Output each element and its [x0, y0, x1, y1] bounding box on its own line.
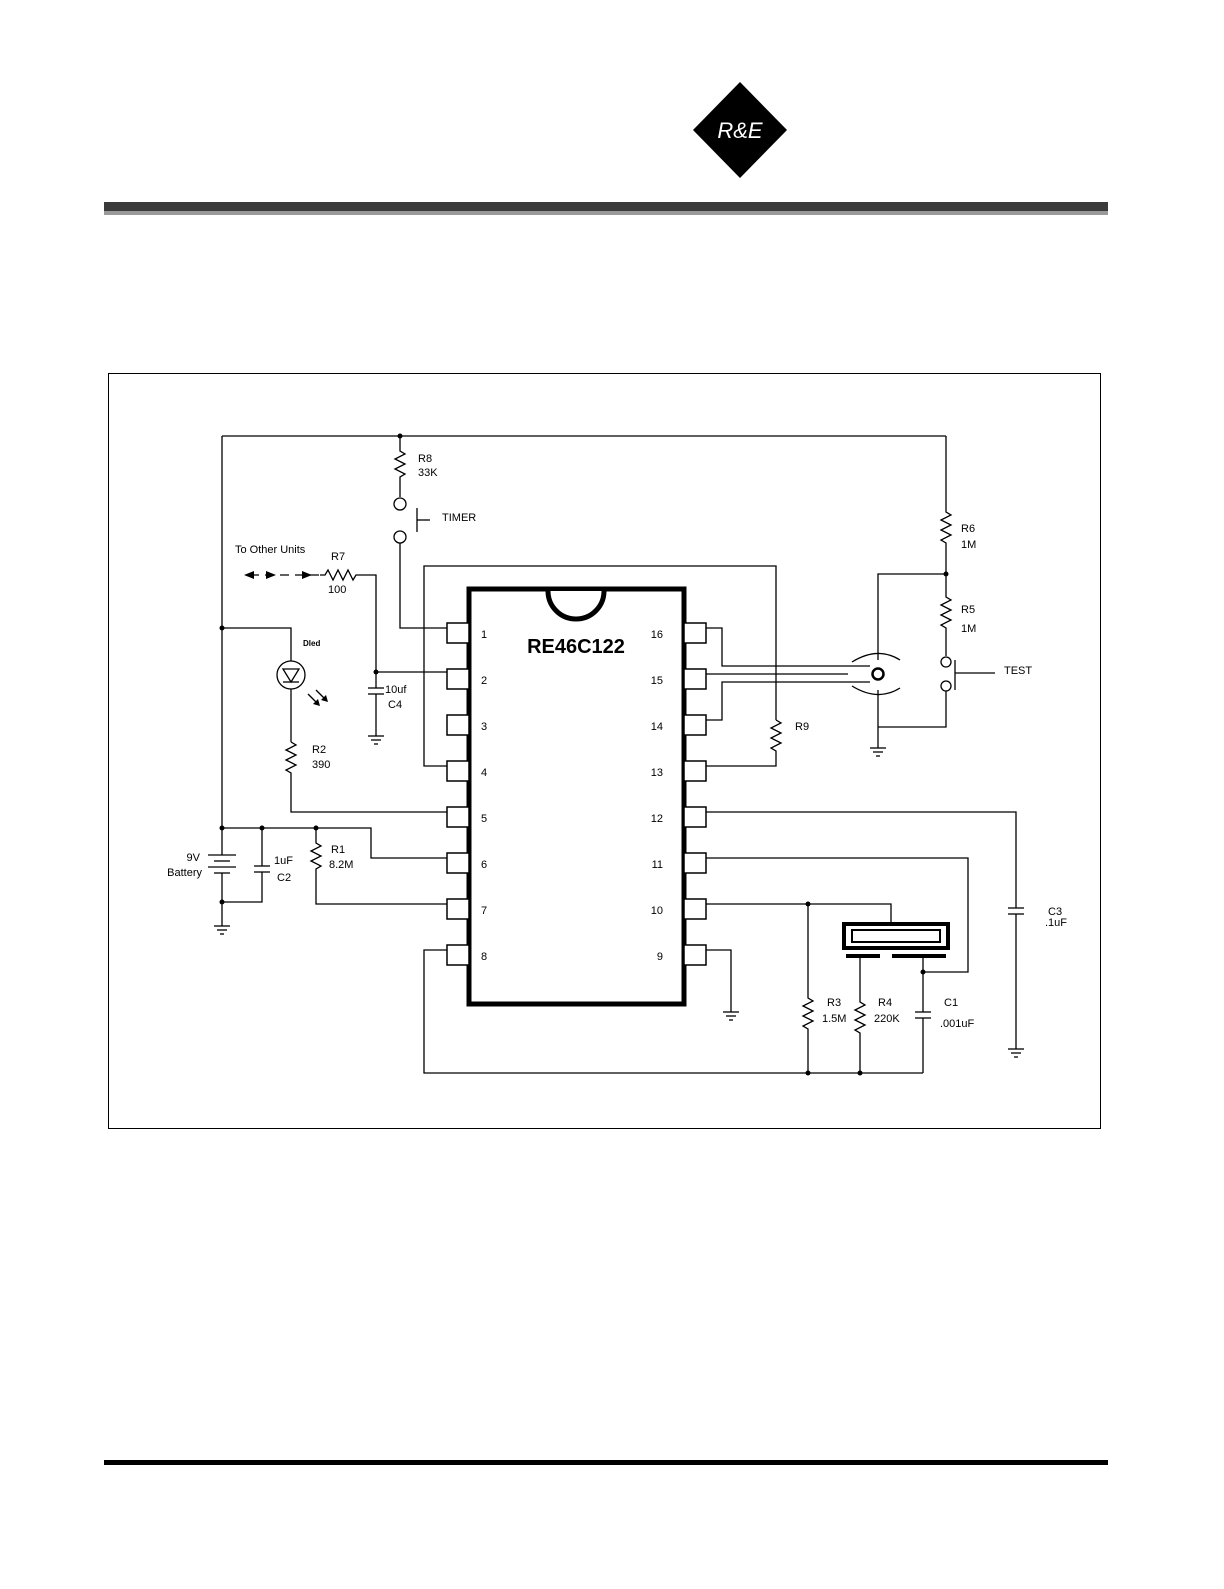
r2-value: 390 [312, 759, 330, 771]
c2-name: C2 [277, 872, 291, 884]
ic-left-pin-numbers: 1 2 3 4 5 6 7 8 [481, 629, 487, 963]
r5-value: 1M [961, 623, 976, 635]
capacitor-c3: C3 .1uF [706, 811, 1067, 1058]
piezo-horn [706, 857, 969, 996]
r6-name: R6 [961, 523, 975, 535]
schematic-frame [108, 373, 1101, 1129]
pin-number: 15 [651, 675, 663, 687]
r8-name: R8 [418, 453, 432, 465]
battery-label: Battery [167, 867, 202, 879]
pin-number: 13 [651, 767, 663, 779]
c3-name: C3 [1048, 906, 1062, 918]
pin-number: 16 [651, 629, 663, 641]
to-other-units-label: To Other Units [235, 544, 306, 556]
timer-switch: TIMER [393, 497, 476, 629]
c1-name: C1 [944, 997, 958, 1009]
pin4-net [423, 565, 777, 767]
resistor-r3: R3 1.5M [801, 904, 846, 1076]
test-label: TEST [1004, 665, 1032, 677]
pin-number: 11 [652, 859, 663, 871]
c2-value: 1uF [274, 855, 293, 867]
dled-label: Dled [303, 639, 320, 648]
r6-value: 1M [961, 539, 976, 551]
resistor-r9: R9 [706, 719, 809, 767]
resistor-r6: R6 1M [939, 436, 976, 574]
footer-rule [104, 1460, 1108, 1465]
r2-name: R2 [312, 744, 326, 756]
ionization-chamber [706, 573, 946, 757]
r5-name: R5 [961, 604, 975, 616]
resistor-r8: R8 33K [393, 436, 438, 497]
led-dled: Dled [219, 625, 328, 742]
resistor-r4: R4 220K [853, 996, 900, 1076]
r3-name: R3 [827, 997, 841, 1009]
c1-value: .001uF [940, 1018, 975, 1030]
c4-value: 10uf [385, 684, 407, 696]
battery: 9V Battery [167, 825, 447, 935]
ic-left-pin-pads [446, 622, 470, 966]
pin-number: 14 [651, 721, 663, 733]
resistor-r5: R5 1M [939, 571, 976, 656]
r4-value: 220K [874, 1013, 900, 1025]
r7-name: R7 [331, 551, 345, 563]
pin-number: 8 [481, 951, 487, 963]
top-rail [221, 433, 946, 828]
pin-number: 1 [481, 629, 487, 641]
battery-voltage: 9V [187, 852, 201, 864]
pin-number: 7 [481, 905, 487, 917]
pin-number: 3 [481, 721, 487, 733]
ic-body [466, 586, 687, 1007]
capacitor-c1: C1 .001uF [915, 996, 975, 1073]
pin-number: 2 [481, 675, 487, 687]
pin-number: 5 [481, 813, 487, 825]
c4-name: C4 [388, 699, 402, 711]
ic-right-pin-pads [683, 622, 707, 966]
capacitor-c4: 10uf C4 [368, 672, 407, 745]
pin9-ground [706, 949, 739, 1021]
pin-number: 6 [481, 859, 487, 871]
pin-number: 9 [657, 951, 663, 963]
ic-right-pin-numbers: 16 15 14 13 12 11 10 9 [651, 629, 663, 963]
timer-label: TIMER [442, 512, 476, 524]
ic-part-number: RE46C122 [527, 636, 625, 658]
pin8-net [423, 949, 923, 1074]
pin-number: 12 [651, 813, 663, 825]
r8-value: 33K [418, 467, 438, 479]
capacitor-c2: 1uF C2 [222, 825, 293, 903]
test-switch: TEST [878, 656, 1032, 728]
r1-name: R1 [331, 844, 345, 856]
pin-number: 4 [481, 767, 487, 779]
schematic: RE46C122 1 2 3 4 5 [167, 433, 1067, 1076]
c3-value: .1uF [1045, 917, 1067, 929]
resistor-r7: R7 100 [320, 551, 447, 675]
header-rule-shadow [104, 211, 1108, 215]
r3-value: 1.5M [822, 1013, 846, 1025]
resistor-r1: R1 8.2M [309, 825, 447, 905]
logo: R&E [693, 82, 787, 178]
ic-notch [545, 590, 607, 622]
header-rule [104, 202, 1108, 213]
r9-name: R9 [795, 721, 809, 733]
r7-value: 100 [328, 584, 346, 596]
resistor-r2: R2 390 [284, 741, 447, 813]
r4-name: R4 [878, 997, 892, 1009]
logo-text: R&E [717, 118, 763, 143]
to-other-units: To Other Units [235, 544, 320, 579]
r1-value: 8.2M [329, 859, 353, 871]
pin-number: 10 [651, 905, 663, 917]
